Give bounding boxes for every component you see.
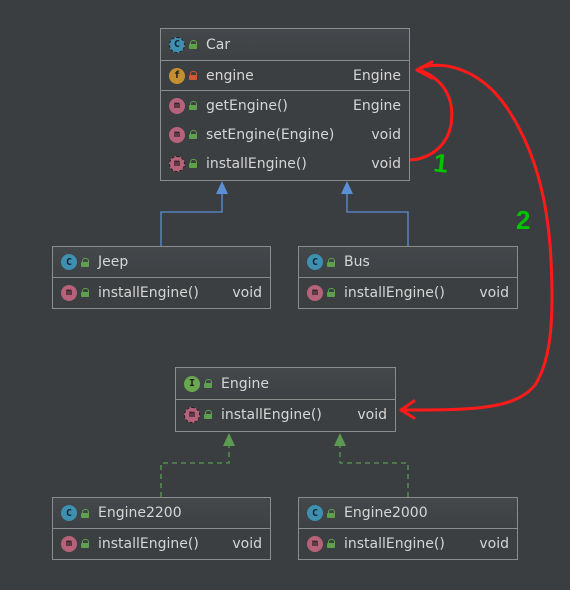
class-icon: C — [61, 505, 77, 521]
implementation-arrows — [160, 444, 409, 497]
method-type: void — [232, 535, 262, 552]
method-name: setEngine(Engine) — [206, 126, 335, 143]
field-name: engine — [206, 67, 254, 84]
impl-arrowhead-left — [223, 433, 235, 446]
annotation-mark-2: 2 — [516, 205, 530, 235]
method-icon: m — [61, 284, 77, 301]
method-name: installEngine() — [98, 535, 199, 552]
method-row[interactable]: m setEngine(Engine) void — [161, 120, 409, 149]
public-lock-icon — [189, 159, 198, 168]
method-type: void — [479, 535, 509, 552]
method-row[interactable]: m installEngine() void — [176, 400, 395, 429]
class-engine2000-header: C Engine2000 — [299, 498, 517, 529]
method-row[interactable]: m installEngine() void — [53, 529, 270, 558]
interface-engine-methods: m installEngine() void — [176, 400, 395, 429]
field-row[interactable]: f engine Engine — [161, 61, 409, 90]
public-lock-icon — [327, 508, 336, 518]
class-car[interactable]: C Car f engine Engine m getEngine() Engi… — [160, 28, 410, 181]
class-engine2000-methods: m installEngine() void — [299, 529, 517, 558]
public-lock-icon — [81, 539, 90, 548]
method-name: installEngine() — [344, 535, 445, 552]
field-icon: f — [169, 67, 185, 84]
class-bus[interactable]: C Bus m installEngine() void — [298, 246, 518, 309]
interface-icon: I — [184, 375, 200, 392]
method-icon: m — [307, 284, 323, 301]
class-engine2200-methods: m installEngine() void — [53, 529, 270, 558]
class-bus-name: Bus — [344, 254, 370, 270]
inheritance-arrows — [160, 181, 409, 246]
public-lock-icon — [189, 130, 198, 139]
private-lock-icon — [189, 71, 198, 80]
public-lock-icon — [189, 40, 198, 49]
method-row[interactable]: m installEngine() void — [299, 529, 517, 558]
class-engine2200-header: C Engine2200 — [53, 498, 270, 529]
method-name: installEngine() — [98, 284, 199, 301]
method-row[interactable]: m installEngine() void — [53, 278, 270, 307]
interface-engine-header: I Engine — [176, 368, 395, 400]
class-bus-methods: m installEngine() void — [299, 278, 517, 307]
class-jeep-header: C Jeep — [53, 247, 270, 278]
method-name: installEngine() — [221, 406, 322, 423]
red-annotation-arrows — [399, 60, 554, 420]
method-icon: m — [307, 535, 323, 552]
interface-engine-name: Engine — [221, 375, 269, 392]
public-lock-icon — [204, 410, 213, 419]
public-lock-icon — [81, 257, 90, 267]
class-icon: C — [169, 36, 185, 53]
abstract-method-icon: m — [184, 406, 200, 423]
impl-arrowhead-right — [334, 433, 346, 446]
class-car-fields: f engine Engine — [161, 61, 409, 91]
public-lock-icon — [81, 508, 90, 518]
method-row[interactable]: m installEngine() void — [161, 149, 409, 178]
class-engine2200-name: Engine2200 — [98, 505, 182, 521]
class-icon: C — [307, 505, 323, 521]
class-engine2000-name: Engine2000 — [344, 505, 428, 521]
method-icon: m — [169, 97, 185, 114]
class-jeep[interactable]: C Jeep m installEngine() void — [52, 246, 271, 309]
class-car-header: C Car — [161, 29, 409, 61]
method-icon: m — [61, 535, 77, 552]
method-type: void — [371, 155, 401, 172]
method-name: getEngine() — [206, 97, 288, 114]
method-row[interactable]: m getEngine() Engine — [161, 91, 409, 120]
class-car-methods: m getEngine() Engine m setEngine(Engine)… — [161, 91, 409, 178]
public-lock-icon — [327, 288, 336, 297]
class-car-name: Car — [206, 36, 231, 53]
class-icon: C — [61, 254, 77, 270]
method-name: installEngine() — [344, 284, 445, 301]
class-icon: C — [307, 254, 323, 270]
public-lock-icon — [81, 288, 90, 297]
annotation-mark-1: 1 — [432, 147, 450, 178]
public-lock-icon — [327, 257, 336, 267]
public-lock-icon — [204, 379, 213, 388]
interface-engine[interactable]: I Engine m installEngine() void — [175, 367, 396, 432]
method-type: void — [232, 284, 262, 301]
method-type: void — [357, 406, 387, 423]
class-engine2000[interactable]: C Engine2000 m installEngine() void — [298, 497, 518, 560]
class-engine2200[interactable]: C Engine2200 m installEngine() void — [52, 497, 271, 560]
method-type: Engine — [353, 97, 401, 114]
abstract-method-icon: m — [169, 155, 185, 172]
field-type: Engine — [353, 67, 401, 84]
method-icon: m — [169, 126, 185, 143]
class-jeep-methods: m installEngine() void — [53, 278, 270, 307]
method-type: void — [479, 284, 509, 301]
method-name: installEngine() — [206, 155, 307, 172]
public-lock-icon — [189, 101, 198, 110]
method-type: void — [371, 126, 401, 143]
class-bus-header: C Bus — [299, 247, 517, 278]
method-row[interactable]: m installEngine() void — [299, 278, 517, 307]
public-lock-icon — [327, 539, 336, 548]
class-jeep-name: Jeep — [98, 254, 129, 270]
